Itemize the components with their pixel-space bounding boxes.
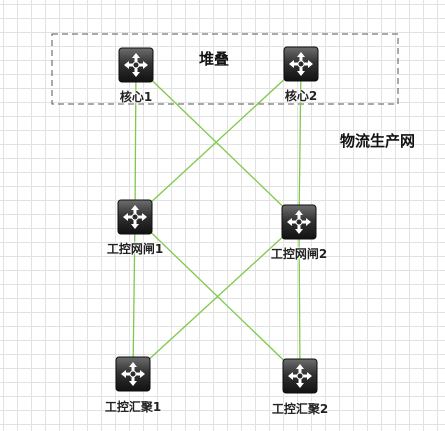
link-gw2-agg2: [298, 221, 301, 377]
link-gw2-agg1: [132, 221, 300, 375]
link-gw1-agg1: [132, 216, 136, 375]
stack-group-box: [51, 33, 399, 105]
link-core2-gw1: [134, 63, 302, 218]
device-label-gw1: 工控网闸1: [106, 242, 164, 256]
device-core2-router-icon[interactable]: [283, 46, 319, 82]
link-core1-gw2: [135, 64, 300, 223]
device-gw1-router-icon[interactable]: [117, 199, 153, 235]
device-agg1-router-icon[interactable]: [115, 356, 151, 392]
device-core1-router-icon[interactable]: [118, 47, 154, 83]
device-label-gw2: 工控网闸2: [270, 247, 328, 261]
device-gw2-router-icon[interactable]: [281, 204, 317, 240]
link-core2-gw2: [298, 63, 302, 223]
device-label-agg1: 工控汇聚1: [104, 400, 162, 414]
stack-group-label: 堆叠: [199, 50, 230, 68]
network-name-label: 物流生产网: [340, 132, 416, 150]
link-core1-gw1: [134, 64, 137, 218]
links-layer: [132, 63, 302, 377]
device-label-core2: 核心2: [284, 89, 318, 103]
device-agg2-router-icon[interactable]: [282, 358, 318, 394]
device-label-core1: 核心1: [119, 90, 153, 104]
device-label-agg2: 工控汇聚2: [271, 402, 329, 416]
devices-layer: [115, 46, 319, 394]
